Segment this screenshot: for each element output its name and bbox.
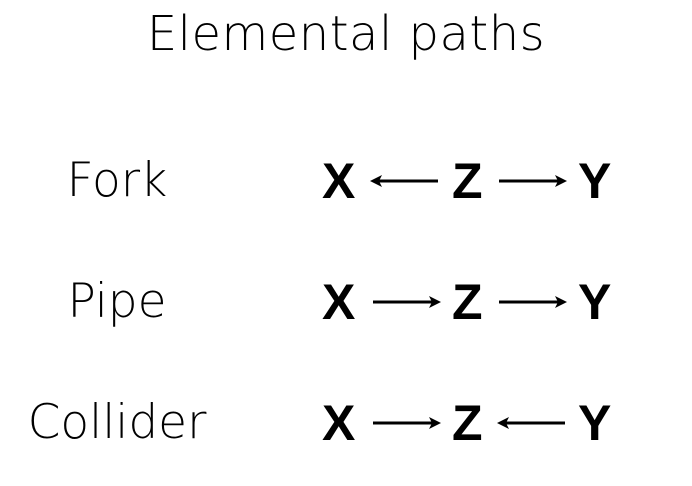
node-x: X [322,274,356,330]
path-label: Fork [66,153,168,208]
path-row-collider: Collider X Z Y [0,388,692,458]
page-title: Elemental paths [146,6,546,62]
arrow-left-icon [370,175,438,187]
arrow-right-icon [373,296,441,308]
path-label: Collider [27,395,207,450]
node-y: Y [578,274,612,330]
node-x: X [322,395,356,451]
node-x: X [322,153,356,209]
arrow-right-icon [373,417,441,429]
node-z: Z [452,274,483,330]
path-row-pipe: Pipe X Z Y [0,267,692,337]
node-y: Y [578,395,612,451]
arrow-right-icon [499,175,567,187]
path-row-fork: Fork X Z Y [0,146,692,216]
path-label: Pipe [67,274,167,329]
node-y: Y [578,153,612,209]
node-z: Z [452,395,483,451]
arrow-right-icon [499,296,567,308]
arrow-left-icon [497,417,565,429]
node-z: Z [452,153,483,209]
